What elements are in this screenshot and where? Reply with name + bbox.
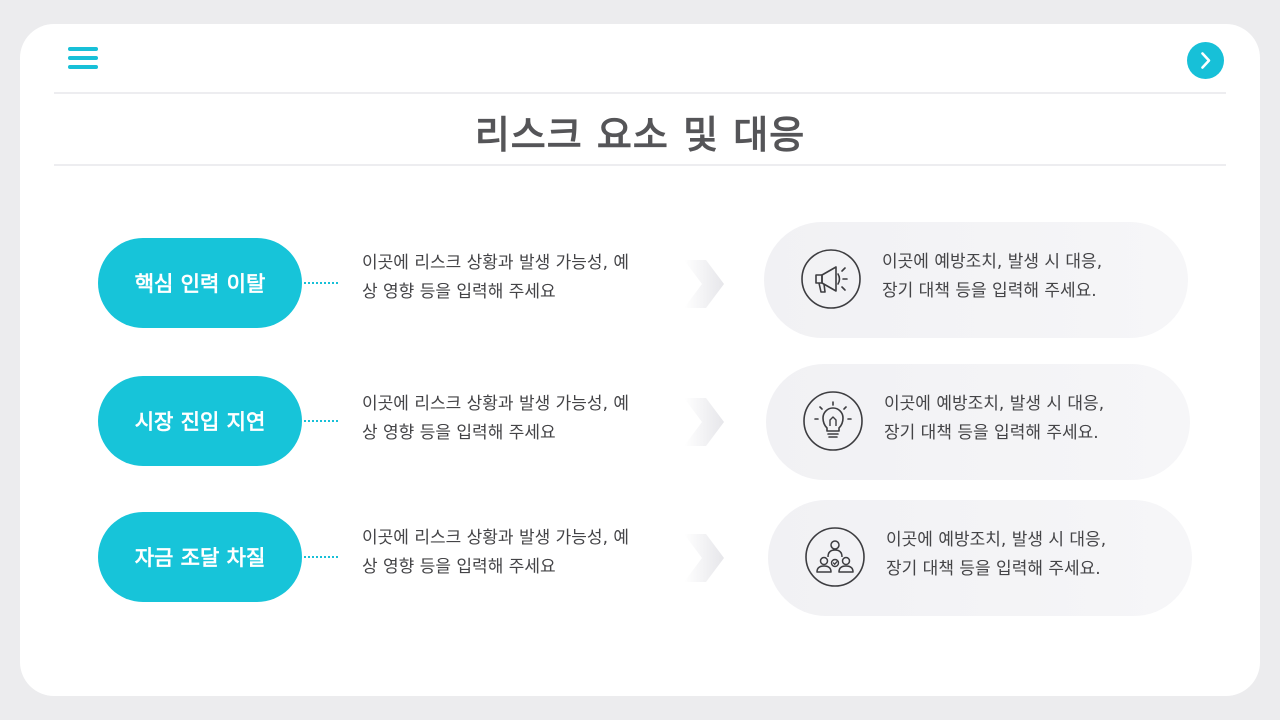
slide-card: 리스크 요소 및 대응 핵심 인력 이탈 이곳에 리스크 상황과 발생 가능성,…: [20, 24, 1260, 696]
response-text-line: 장기 대책 등을 입력해 주세요.: [882, 281, 1097, 301]
risk-row: 핵심 인력 이탈 이곳에 리스크 상황과 발생 가능성, 예 상 영향 등을 입…: [20, 222, 1260, 340]
risk-description-line: 상 영향 등을 입력해 주세요: [362, 282, 556, 302]
risk-label-pill: 핵심 인력 이탈: [98, 238, 302, 328]
dotted-connector: [304, 282, 338, 284]
risk-description-line: 상 영향 등을 입력해 주세요: [362, 423, 556, 443]
response-text: 이곳에 예방조치, 발생 시 대응, 장기 대책 등을 입력해 주세요.: [886, 526, 1186, 584]
chevron-right-icon: [1201, 52, 1211, 69]
header-divider-bottom: [54, 164, 1226, 166]
risk-description-line: 이곳에 리스크 상황과 발생 가능성, 예: [362, 528, 630, 548]
risk-label-pill: 자금 조달 차질: [98, 512, 302, 602]
response-card: 이곳에 예방조치, 발생 시 대응, 장기 대책 등을 입력해 주세요.: [768, 500, 1192, 616]
response-text: 이곳에 예방조치, 발생 시 대응, 장기 대책 등을 입력해 주세요.: [882, 248, 1182, 306]
menu-bar: [68, 65, 98, 69]
response-text: 이곳에 예방조치, 발생 시 대응, 장기 대책 등을 입력해 주세요.: [884, 390, 1184, 448]
page-title: 리스크 요소 및 대응: [474, 113, 806, 157]
risk-row: 자금 조달 차질 이곳에 리스크 상황과 발생 가능성, 예 상 영향 등을 입…: [20, 498, 1260, 616]
response-text-line: 이곳에 예방조치, 발생 시 대응,: [882, 252, 1103, 272]
risk-description: 이곳에 리스크 상황과 발생 가능성, 예 상 영향 등을 입력해 주세요: [362, 390, 662, 448]
response-text-line: 이곳에 예방조치, 발생 시 대응,: [884, 394, 1105, 414]
header-divider-top: [54, 92, 1226, 94]
arrow-chevron-icon: [684, 260, 724, 308]
risk-label-pill: 시장 진입 지연: [98, 376, 302, 466]
dotted-connector: [304, 556, 338, 558]
risk-description-line: 상 영향 등을 입력해 주세요: [362, 557, 556, 577]
risk-description-line: 이곳에 리스크 상황과 발생 가능성, 예: [362, 253, 630, 273]
arrow-chevron-icon: [684, 398, 724, 446]
response-card: 이곳에 예방조치, 발생 시 대응, 장기 대책 등을 입력해 주세요.: [764, 222, 1188, 338]
lightbulb-icon: [803, 391, 863, 451]
megaphone-icon: [801, 249, 861, 309]
risk-description-line: 이곳에 리스크 상황과 발생 가능성, 예: [362, 394, 630, 414]
menu-bar: [68, 56, 98, 60]
risk-row: 시장 진입 지연 이곳에 리스크 상황과 발생 가능성, 예 상 영향 등을 입…: [20, 362, 1260, 480]
response-text-line: 장기 대책 등을 입력해 주세요.: [884, 423, 1099, 443]
arrow-chevron-icon: [684, 534, 724, 582]
hamburger-menu-icon[interactable]: [68, 46, 98, 74]
next-button[interactable]: [1187, 42, 1224, 79]
response-card: 이곳에 예방조치, 발생 시 대응, 장기 대책 등을 입력해 주세요.: [766, 364, 1190, 480]
risk-description: 이곳에 리스크 상황과 발생 가능성, 예 상 영향 등을 입력해 주세요: [362, 524, 662, 582]
team-icon: [805, 527, 865, 587]
risk-description: 이곳에 리스크 상황과 발생 가능성, 예 상 영향 등을 입력해 주세요: [362, 249, 662, 307]
response-text-line: 이곳에 예방조치, 발생 시 대응,: [886, 530, 1107, 550]
response-text-line: 장기 대책 등을 입력해 주세요.: [886, 559, 1101, 579]
dotted-connector: [304, 420, 338, 422]
menu-bar: [68, 47, 98, 51]
